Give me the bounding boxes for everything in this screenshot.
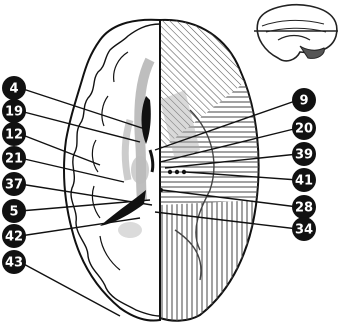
badge-28: 28 [292,195,316,219]
svg-text:42: 42 [5,230,23,245]
svg-text:43: 43 [5,256,23,271]
svg-text:12: 12 [5,128,23,143]
badge-9: 9 [292,88,316,112]
badge-21: 21 [2,146,26,170]
badge-12: 12 [2,122,26,146]
badge-5: 5 [2,199,26,223]
svg-text:41: 41 [295,174,313,189]
svg-text:28: 28 [295,201,313,216]
svg-text:37: 37 [5,178,23,193]
left-hemisphere [64,20,160,321]
badge-42: 42 [2,224,26,248]
svg-text:19: 19 [5,105,23,120]
right-badges: 9 20 39 41 28 34 [292,88,316,241]
svg-text:20: 20 [295,122,313,137]
badge-34: 34 [292,217,316,241]
svg-text:21: 21 [5,152,23,167]
badge-37: 37 [2,172,26,196]
badge-4: 4 [2,76,26,100]
badge-19: 19 [2,99,26,123]
svg-text:34: 34 [295,223,313,238]
svg-text:4: 4 [9,82,18,97]
badge-43: 43 [2,250,26,274]
svg-text:39: 39 [295,148,313,163]
svg-text:5: 5 [9,205,18,220]
badge-20: 20 [292,116,316,140]
badge-41: 41 [292,168,316,192]
left-badges: 4 19 12 21 37 5 42 43 [2,76,26,274]
inset-brain-icon [254,5,338,61]
badge-39: 39 [292,142,316,166]
svg-text:9: 9 [299,94,308,109]
